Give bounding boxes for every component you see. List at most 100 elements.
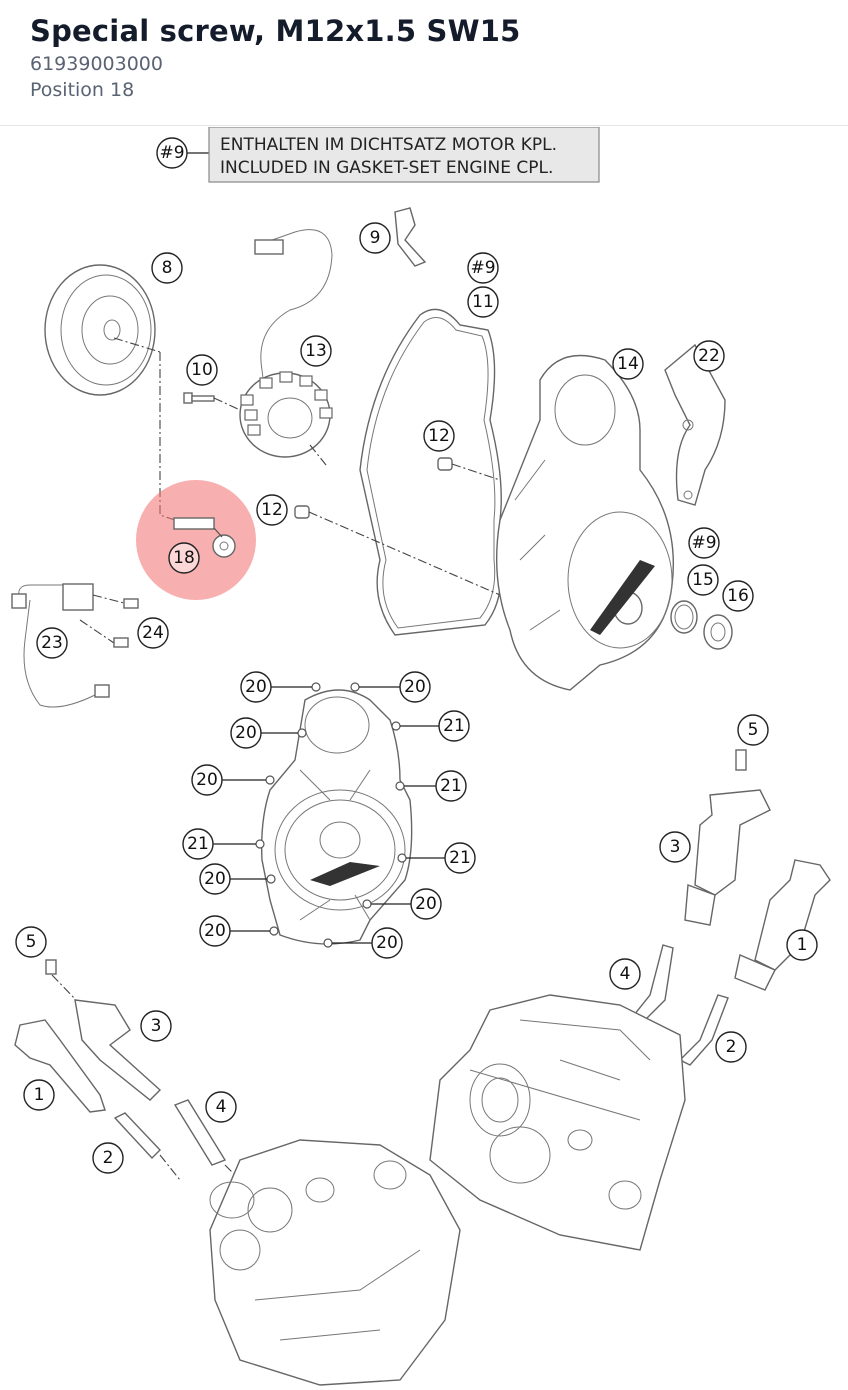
svg-text:20: 20 bbox=[196, 770, 218, 790]
callout-9[interactable]: 9 bbox=[359, 222, 391, 254]
callout-5-left[interactable]: 5 bbox=[15, 926, 47, 958]
callout-11[interactable]: 11 bbox=[467, 286, 499, 318]
svg-text:20: 20 bbox=[404, 677, 426, 697]
exploded-parts-diagram: #9 ENTHALTEN IM DICHTSATZ MOTOR KPL. INC… bbox=[11, 127, 831, 1386]
callout-20-g[interactable]: 20 bbox=[199, 915, 231, 947]
svg-text:24: 24 bbox=[142, 623, 164, 643]
svg-text:3: 3 bbox=[151, 1016, 162, 1036]
callout-12-a[interactable]: 12 bbox=[423, 420, 455, 452]
svg-text:20: 20 bbox=[204, 921, 226, 941]
callout-3-right[interactable]: 3 bbox=[659, 831, 691, 863]
svg-text:20: 20 bbox=[376, 933, 398, 953]
callout-20-d[interactable]: 20 bbox=[191, 764, 223, 796]
special-screw-part-18[interactable] bbox=[136, 480, 256, 600]
svg-text:20: 20 bbox=[204, 869, 226, 889]
callout-21-c[interactable]: 21 bbox=[182, 828, 214, 860]
ignition-coil-right-part[interactable] bbox=[628, 749, 831, 1066]
shaft-seal-part-16[interactable] bbox=[703, 614, 733, 650]
svg-text:20: 20 bbox=[415, 894, 437, 914]
callout-21-b[interactable]: 21 bbox=[435, 770, 467, 802]
svg-text:15: 15 bbox=[692, 570, 714, 590]
callout-20-e[interactable]: 20 bbox=[199, 863, 231, 895]
callout-20-f[interactable]: 20 bbox=[410, 888, 442, 920]
callout-24[interactable]: 24 bbox=[137, 617, 169, 649]
screw-part-10[interactable] bbox=[183, 392, 215, 404]
o-ring-part-15[interactable] bbox=[670, 600, 698, 634]
callout-14[interactable]: 14 bbox=[612, 348, 644, 380]
note-line-english: INCLUDED IN GASKET-SET ENGINE CPL. bbox=[220, 158, 553, 178]
svg-text:21: 21 bbox=[449, 848, 471, 868]
callout-5-right[interactable]: 5 bbox=[737, 714, 769, 746]
callout-10[interactable]: 10 bbox=[186, 354, 218, 386]
gasket-note: #9 ENTHALTEN IM DICHTSATZ MOTOR KPL. INC… bbox=[156, 127, 600, 183]
note-callout-label: #9 bbox=[159, 143, 184, 163]
dowel-pin-12b[interactable] bbox=[294, 505, 310, 519]
dowel-pin-12a[interactable] bbox=[437, 457, 453, 471]
screw-part-24[interactable] bbox=[79, 594, 139, 648]
callout-15[interactable]: 15 bbox=[687, 564, 719, 596]
callout-20-c[interactable]: 20 bbox=[230, 717, 262, 749]
callout-1-left[interactable]: 1 bbox=[23, 1079, 55, 1111]
svg-text:12: 12 bbox=[428, 426, 450, 446]
svg-text:18: 18 bbox=[173, 548, 195, 568]
svg-text:1: 1 bbox=[34, 1085, 45, 1105]
svg-text:3: 3 bbox=[670, 837, 681, 857]
svg-text:1: 1 bbox=[797, 935, 808, 955]
ignition-coil-left-part[interactable] bbox=[14, 959, 266, 1206]
generator-cover-part[interactable] bbox=[495, 354, 675, 691]
callout-18[interactable]: 18 bbox=[168, 542, 200, 574]
svg-text:8: 8 bbox=[162, 258, 173, 278]
svg-text:23: 23 bbox=[41, 633, 63, 653]
part-number: 61939003000 bbox=[30, 53, 163, 75]
svg-text:21: 21 bbox=[187, 834, 209, 854]
callout-20-h[interactable]: 20 bbox=[371, 927, 403, 959]
cylinder-head-left-part[interactable] bbox=[209, 1139, 461, 1386]
callout-13[interactable]: 13 bbox=[300, 335, 332, 367]
svg-text:21: 21 bbox=[440, 776, 462, 796]
callout-22[interactable]: 22 bbox=[693, 340, 725, 372]
svg-text:20: 20 bbox=[245, 677, 267, 697]
svg-text:22: 22 bbox=[698, 346, 720, 366]
svg-text:2: 2 bbox=[103, 1148, 114, 1168]
sensor-part-23[interactable] bbox=[11, 583, 110, 708]
svg-text:9: 9 bbox=[370, 228, 381, 248]
svg-text:13: 13 bbox=[305, 341, 327, 361]
bracket-part-9[interactable] bbox=[394, 207, 427, 267]
svg-text:16: 16 bbox=[727, 586, 749, 606]
callout-21-d[interactable]: 21 bbox=[444, 842, 476, 874]
callout-20-a[interactable]: 20 bbox=[240, 671, 272, 703]
cover-plate-part-22[interactable] bbox=[664, 343, 726, 506]
svg-text:5: 5 bbox=[26, 932, 37, 952]
highlight-marker bbox=[136, 480, 256, 600]
callout-20-b[interactable]: 20 bbox=[399, 671, 431, 703]
note-line-german: ENTHALTEN IM DICHTSATZ MOTOR KPL. bbox=[220, 135, 557, 155]
callout-4-left[interactable]: 4 bbox=[205, 1091, 237, 1123]
callout-12-b[interactable]: 12 bbox=[256, 494, 288, 526]
flywheel-part[interactable] bbox=[44, 264, 156, 396]
callout-2-right[interactable]: 2 bbox=[715, 1031, 747, 1063]
callout-2-left[interactable]: 2 bbox=[92, 1142, 124, 1174]
callout-23[interactable]: 23 bbox=[36, 627, 68, 659]
callouts: 8 9 #9 11 10 13 12 12 14 22 #9 15 16 18 … bbox=[15, 222, 818, 1174]
svg-text:20: 20 bbox=[235, 723, 257, 743]
callout-16[interactable]: 16 bbox=[722, 580, 754, 612]
svg-text:5: 5 bbox=[748, 720, 759, 740]
callout-9-ref-b[interactable]: #9 bbox=[688, 527, 720, 559]
callout-3-left[interactable]: 3 bbox=[140, 1010, 172, 1042]
callout-8[interactable]: 8 bbox=[151, 252, 183, 284]
stator-part[interactable] bbox=[239, 229, 333, 458]
svg-text:11: 11 bbox=[472, 292, 494, 312]
callout-1-right[interactable]: 1 bbox=[786, 929, 818, 961]
callout-4-right[interactable]: 4 bbox=[609, 958, 641, 990]
svg-text:4: 4 bbox=[216, 1097, 227, 1117]
svg-text:#9: #9 bbox=[470, 258, 495, 278]
part-header: Special screw, M12x1.5 SW15 61939003000 … bbox=[0, 0, 848, 126]
cylinder-head-right-part[interactable] bbox=[429, 994, 686, 1251]
cover-gasket-part[interactable] bbox=[359, 308, 502, 636]
svg-text:2: 2 bbox=[726, 1037, 737, 1057]
svg-text:#9: #9 bbox=[691, 533, 716, 553]
svg-text:14: 14 bbox=[617, 354, 639, 374]
callout-9-ref-a[interactable]: #9 bbox=[467, 252, 499, 284]
clutch-cover-part[interactable] bbox=[255, 682, 413, 948]
callout-21-a[interactable]: 21 bbox=[438, 710, 470, 742]
